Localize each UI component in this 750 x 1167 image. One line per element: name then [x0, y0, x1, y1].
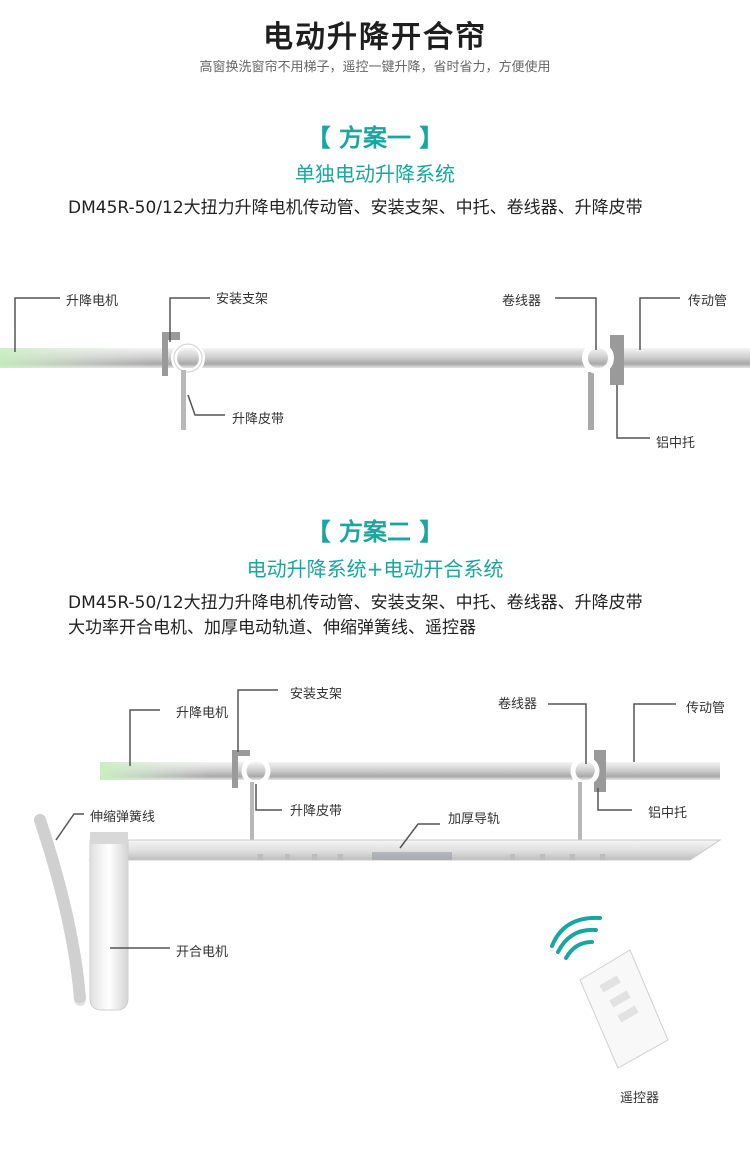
- drive-tube: [100, 762, 720, 780]
- plan2-label-reel: 卷线器: [498, 697, 538, 712]
- plan1-label-support: 铝中托: [656, 436, 696, 451]
- plan1-heading: 【 方案一 】: [306, 124, 444, 152]
- plan2-label-spring-cable: 伸缩弹簧线: [90, 810, 156, 825]
- plan1-label-tube: 传动管: [688, 294, 728, 309]
- plan2-label-tube: 传动管: [686, 701, 726, 716]
- plan2-description-line2: 大功率开合电机、加厚电动轨道、伸缩弹簧线、遥控器: [68, 618, 476, 638]
- plan1-subheading: 单独电动升降系统: [295, 162, 455, 186]
- mounting-bracket: [232, 750, 271, 788]
- page-subtitle: 高窗换洗窗帘不用梯子，遥控一键升降，省时省力，方便使用: [199, 60, 551, 75]
- remote-control: [550, 915, 669, 1069]
- plan1-diagram: [0, 297, 750, 439]
- lift-belt: [578, 782, 582, 842]
- lift-belt: [250, 782, 254, 842]
- plan2-diagram: [34, 689, 722, 1069]
- plan2-heading: 【 方案二 】: [306, 518, 444, 546]
- aluminum-support: [582, 335, 624, 430]
- plan1-description: DM45R-50/12大扭力升降电机传动管、安装支架、中托、卷线器、升降皮带: [68, 198, 643, 218]
- plan2-label-support: 铝中托: [648, 806, 688, 821]
- plan1-label-reel: 卷线器: [502, 294, 542, 309]
- drive-tube: [0, 348, 750, 368]
- plan2-subheading: 电动升降系统+电动开合系统: [246, 557, 504, 581]
- plan2-label-open-motor: 开合电机: [176, 945, 229, 960]
- plan1-label-belt: 升降皮带: [232, 412, 285, 427]
- lift-motor: [0, 348, 150, 368]
- plan1-label-bracket: 安装支架: [216, 292, 269, 307]
- plan2-label-track: 加厚导轨: [448, 812, 501, 827]
- mounting-bracket: [162, 332, 205, 376]
- lift-belt: [181, 370, 186, 430]
- aluminum-support: [570, 750, 606, 792]
- plan2-label-motor: 升降电机: [176, 706, 229, 721]
- plan2-label-remote: 遥控器: [620, 1091, 660, 1106]
- plan2-label-belt: 升降皮带: [290, 804, 343, 819]
- plan2-description-line1: DM45R-50/12大扭力升降电机传动管、安装支架、中托、卷线器、升降皮带: [68, 593, 643, 613]
- page-title: 电动升降开合帘: [263, 20, 487, 55]
- plan1-label-motor: 升降电机: [66, 294, 119, 309]
- lift-motor: [100, 762, 210, 780]
- open-close-motor: [89, 832, 129, 1011]
- plan2-label-bracket: 安装支架: [290, 687, 343, 702]
